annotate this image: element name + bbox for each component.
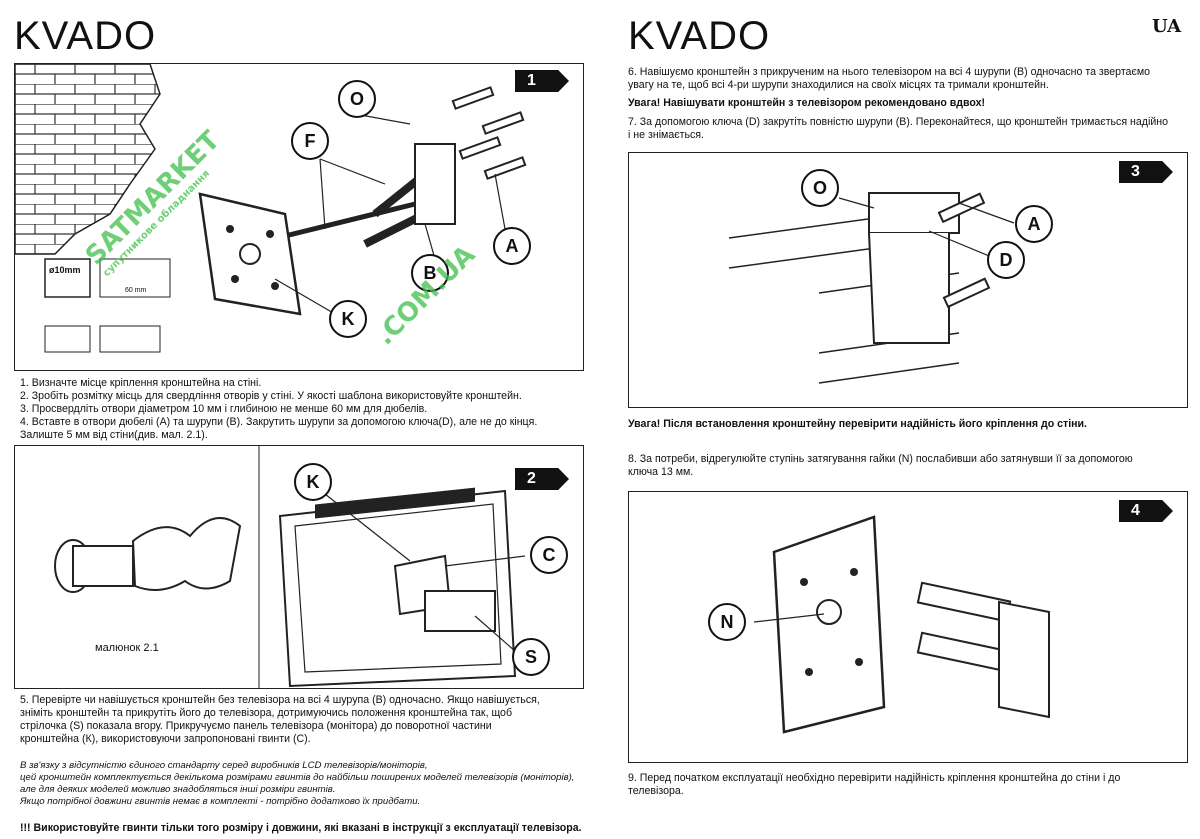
note-line-4: Якщо потрібної довжини гвинтів немає в к… <box>20 796 421 807</box>
brand-logo-right: KVADO <box>628 14 771 58</box>
step5-line-2: зніміть кронштейн та прикрутіть його до … <box>20 707 513 719</box>
step5-line-4: кронштейна (К), використовуючи запропоно… <box>20 733 311 745</box>
figure-caption: малюнок 2.1 <box>95 642 159 654</box>
callout-d: D <box>987 241 1025 279</box>
screw-warning: !!! Використовуйте гвинти тільки того ро… <box>20 822 582 834</box>
step1-illustration <box>15 64 527 353</box>
callout-a-3: A <box>1015 205 1053 243</box>
step4-number: 4 <box>1119 500 1173 522</box>
step3-panel: 3 O A D <box>628 152 1188 408</box>
callout-o: O <box>338 80 376 118</box>
step1-line-3: 3. Просвердліть отвори діаметром 10 мм і… <box>20 403 428 415</box>
step2-number: 2 <box>515 468 569 490</box>
attention-check-mount: Увага! Після встановлення кронштейну пер… <box>628 418 1087 430</box>
step3-illustration <box>728 192 1015 384</box>
step8-line-2: ключа 13 мм. <box>628 466 694 478</box>
callout-n: N <box>708 603 746 641</box>
step1-line-5: Залиште 5 мм від стіни(див. мал. 2.1). <box>20 429 208 441</box>
step5-line-1: 5. Перевірте чи навішується кронштейн бе… <box>20 694 540 706</box>
step9-line-1: 9. Перед початком експлуатації необхідно… <box>628 772 1121 784</box>
callout-a: A <box>493 227 531 265</box>
step9-line-2: телевізора. <box>628 785 684 797</box>
callout-c: C <box>530 536 568 574</box>
drill-depth-label: 60 mm <box>125 287 147 294</box>
step1-line-1: 1. Визначте місце кріплення кронштейна н… <box>20 377 262 389</box>
step8-line-1: 8. За потреби, відрегулюйте ступінь затя… <box>628 453 1133 465</box>
language-badge: UA <box>1152 16 1182 37</box>
callout-k-2: K <box>294 463 332 501</box>
step5-line-3: стрілочка (S) показала вгору. Прикручуєм… <box>20 720 492 732</box>
callout-f: F <box>291 122 329 160</box>
callout-s: S <box>512 638 550 676</box>
step4-panel: 4 N <box>628 491 1188 763</box>
callout-o-3: O <box>801 169 839 207</box>
step1-line-4: 4. Вставте в отвори дюбелі (А) та шурупи… <box>20 416 538 428</box>
step7-line-2: і не знімається. <box>628 129 704 141</box>
step1-line-2: 2. Зробіть розмітку місць для свердління… <box>20 390 522 402</box>
note-line-1: В зв'язку з відсутністю єдиного стандарт… <box>20 760 428 771</box>
note-line-3: але для деяких моделей можливо знадоблят… <box>20 784 336 795</box>
step1-number: 1 <box>515 70 569 92</box>
step4-illustration <box>753 515 1050 734</box>
drill-diameter-label: ø10mm <box>49 265 81 275</box>
step3-number: 3 <box>1119 161 1173 183</box>
step6-line-1: 6. Навішуємо кронштейн з прикрученим на … <box>628 66 1151 78</box>
step7-line-1: 7. За допомогою ключа (D) закрутіть повн… <box>628 116 1168 128</box>
note-line-2: цей кронштейн комплектується декількома … <box>20 772 575 783</box>
attention-two-people: Увага! Навішувати кронштейн з телевізоро… <box>628 97 986 109</box>
callout-b: B <box>411 254 449 292</box>
step2-panel: 2 K C S малюнок 2.1 <box>14 445 584 689</box>
step1-panel: 1 <box>14 63 584 371</box>
step2-illustration <box>54 446 526 688</box>
brand-logo-left: KVADO <box>14 14 157 58</box>
callout-k: K <box>329 300 367 338</box>
step6-line-2: увагу на те, щоб всі 4-ри шурупи знаходи… <box>628 79 1049 91</box>
